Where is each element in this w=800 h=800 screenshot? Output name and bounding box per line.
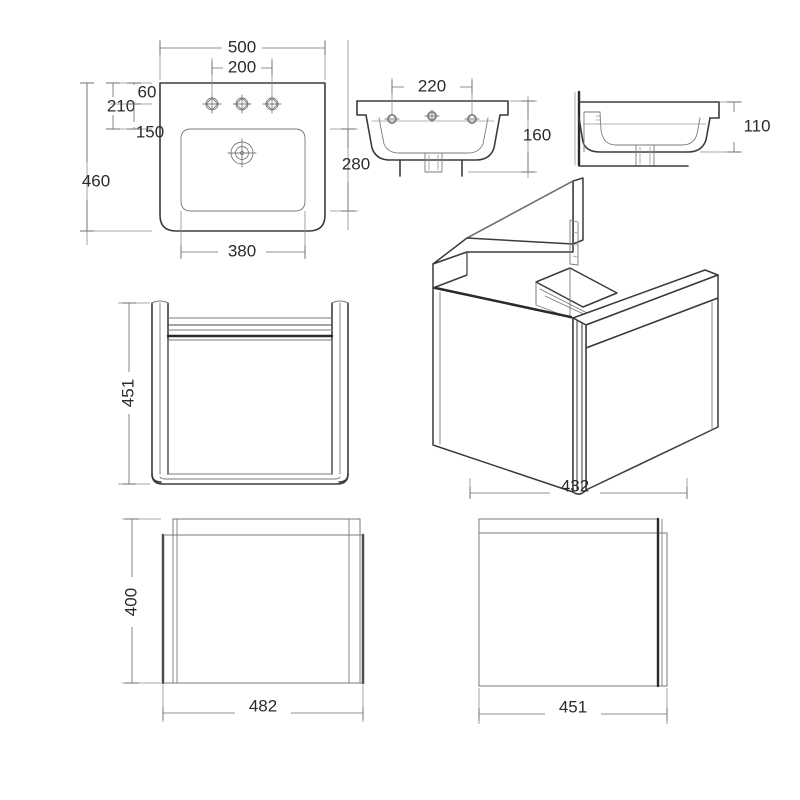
cab-back-panel	[478, 532, 668, 687]
waste-outlet	[227, 138, 257, 168]
iso-cross-rail	[535, 267, 618, 308]
basin-front-body	[365, 114, 501, 161]
front-tap-hole-right	[464, 114, 480, 124]
cab-side-right-cap	[331, 300, 349, 304]
dim-451-side-label: 451	[118, 379, 137, 407]
basin-front-rim	[356, 100, 509, 116]
dim-280-label: 280	[342, 154, 370, 173]
view-basin-plan: 500 200 60 210 150 4	[80, 37, 370, 260]
basin-side-bowl-inner	[599, 111, 701, 146]
dim-451-side: 451	[118, 302, 137, 485]
iso-corner-post	[572, 317, 587, 495]
basin-front-waste-inner	[428, 154, 439, 171]
view-cabinet-isometric: 432	[432, 177, 719, 499]
dim-200-label: 200	[228, 57, 256, 76]
basin-plan-outline	[159, 82, 326, 232]
dim-110: 110	[727, 101, 771, 153]
dim-451-back-label: 451	[559, 697, 587, 716]
basin-side-back-detail	[583, 111, 601, 153]
dim-451-back: 451	[478, 697, 668, 721]
dim-380-label: 380	[228, 241, 256, 260]
dim-460: 460	[80, 82, 110, 232]
dim-432: 432	[469, 476, 688, 499]
dim-400-label: 400	[121, 588, 140, 616]
cab-side-base-inner	[159, 476, 341, 480]
dim-150-label: 150	[136, 122, 164, 141]
dim-160-label: 160	[523, 125, 551, 144]
basin-front-waste	[424, 152, 443, 173]
basin-side-rim	[578, 101, 720, 119]
cab-front-top-rail	[172, 518, 361, 536]
dim-482: 482	[162, 696, 364, 720]
dim-432-label: 432	[561, 476, 589, 495]
dim-220: 220	[391, 76, 473, 95]
basin-side-waste-inner	[639, 146, 651, 165]
dim-60: 60	[127, 82, 157, 105]
view-basin-side: 110	[574, 90, 771, 167]
dim-200: 200	[211, 57, 273, 76]
view-basin-front: 220 160	[356, 76, 551, 178]
front-tap-hole-center	[424, 109, 440, 123]
dim-210: 210	[106, 82, 135, 130]
basin-side-body	[578, 117, 711, 153]
basin-front-rim-left	[356, 100, 367, 116]
front-tap-hole-left	[384, 114, 400, 124]
iso-cross-rail-edge1	[539, 288, 588, 314]
cab-side-left-cap	[151, 300, 169, 304]
dim-110-label: 110	[743, 116, 770, 135]
basin-plan-bowl	[180, 128, 306, 212]
iso-left-panel	[432, 287, 574, 493]
basin-side-waste	[635, 144, 655, 167]
dim-380: 380	[180, 241, 306, 260]
dim-500-label: 500	[228, 37, 256, 56]
dim-460-label: 460	[82, 171, 110, 190]
cab-back-top-rail	[478, 518, 659, 534]
iso-top-edge-accent	[434, 286, 573, 319]
view-cabinet-back: 451	[478, 517, 668, 724]
cab-front-door	[162, 534, 364, 684]
dim-500: 500	[159, 37, 326, 56]
basin-side-band2	[595, 115, 601, 125]
iso-hinge-marks	[572, 231, 578, 258]
cab-side-body	[167, 339, 333, 475]
cab-side-base	[151, 473, 349, 485]
view-cabinet-side: 451	[118, 300, 349, 485]
iso-back-rail-edge	[466, 180, 574, 239]
view-cabinet-front: 400 482	[121, 518, 365, 722]
dim-482-label: 482	[249, 696, 277, 715]
dim-150: 150	[127, 103, 164, 141]
dim-160: 160	[521, 100, 551, 173]
dim-280: 280	[341, 128, 370, 212]
dim-210-label: 210	[107, 96, 135, 115]
dim-400: 400	[121, 518, 140, 684]
iso-hinge	[569, 219, 579, 266]
tap-hole-center	[232, 94, 252, 114]
dim-60-label: 60	[138, 82, 157, 101]
basin-front-bowl-inner	[378, 117, 489, 154]
dim-220-label: 220	[418, 76, 446, 95]
iso-left-rail	[432, 251, 468, 289]
